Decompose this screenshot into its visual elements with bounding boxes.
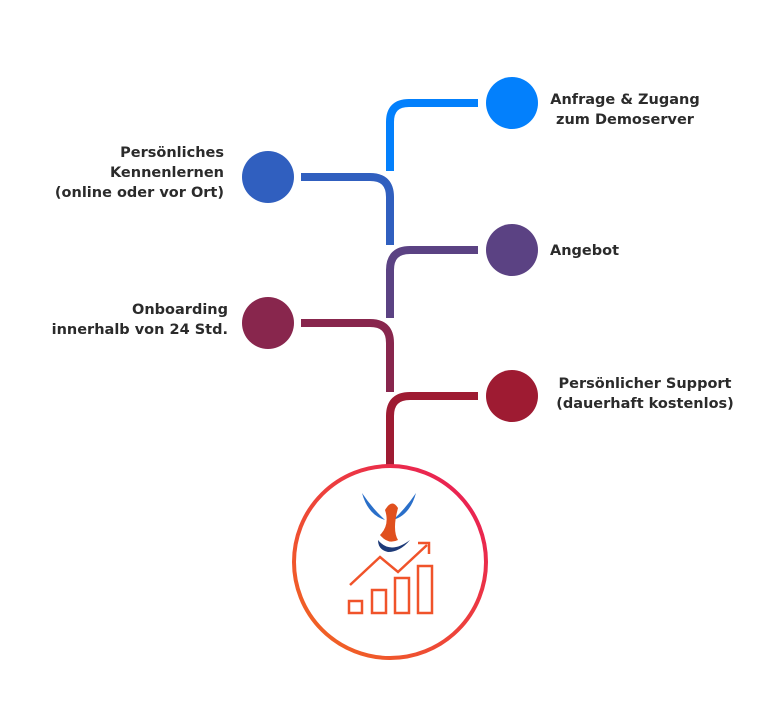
label-line: zum Demoserver [556, 112, 694, 128]
label-line: innerhalb von 24 Std. [51, 322, 228, 338]
phoenix-icon [362, 493, 416, 552]
step-node-5 [486, 370, 538, 422]
label-line: Persönlicher Support [558, 376, 732, 392]
label-line: (online oder vor Ort) [54, 185, 224, 201]
connector-1 [386, 99, 478, 171]
connector-2 [301, 173, 394, 245]
step-node-2 [242, 151, 294, 203]
connector-5 [386, 392, 478, 466]
connector-3 [386, 246, 478, 318]
label-line: Onboarding [132, 302, 228, 318]
label-line: Anfrage & Zugang [550, 92, 700, 108]
step-label-1: Anfrage & Zugang zum Demoserver [540, 90, 710, 130]
step-label-4: Onboarding innerhalb von 24 Std. [20, 300, 228, 340]
step-node-3 [486, 224, 538, 276]
label-line: (dauerhaft kostenlos) [556, 396, 734, 412]
step-label-2: Persönliches Kennenlernen (online oder v… [20, 143, 224, 203]
step-node-1 [486, 77, 538, 129]
step-label-5: Persönlicher Support (dauerhaft kostenlo… [550, 374, 740, 414]
step-label-3: Angebot [550, 241, 619, 261]
hub-circle [292, 464, 488, 660]
label-line: Persönliches [120, 145, 224, 161]
label-line: Angebot [550, 243, 620, 259]
connector-4 [301, 319, 394, 392]
growth-chart-icon [347, 541, 434, 615]
label-line: Kennenlernen [109, 165, 224, 181]
step-node-4 [242, 297, 294, 349]
